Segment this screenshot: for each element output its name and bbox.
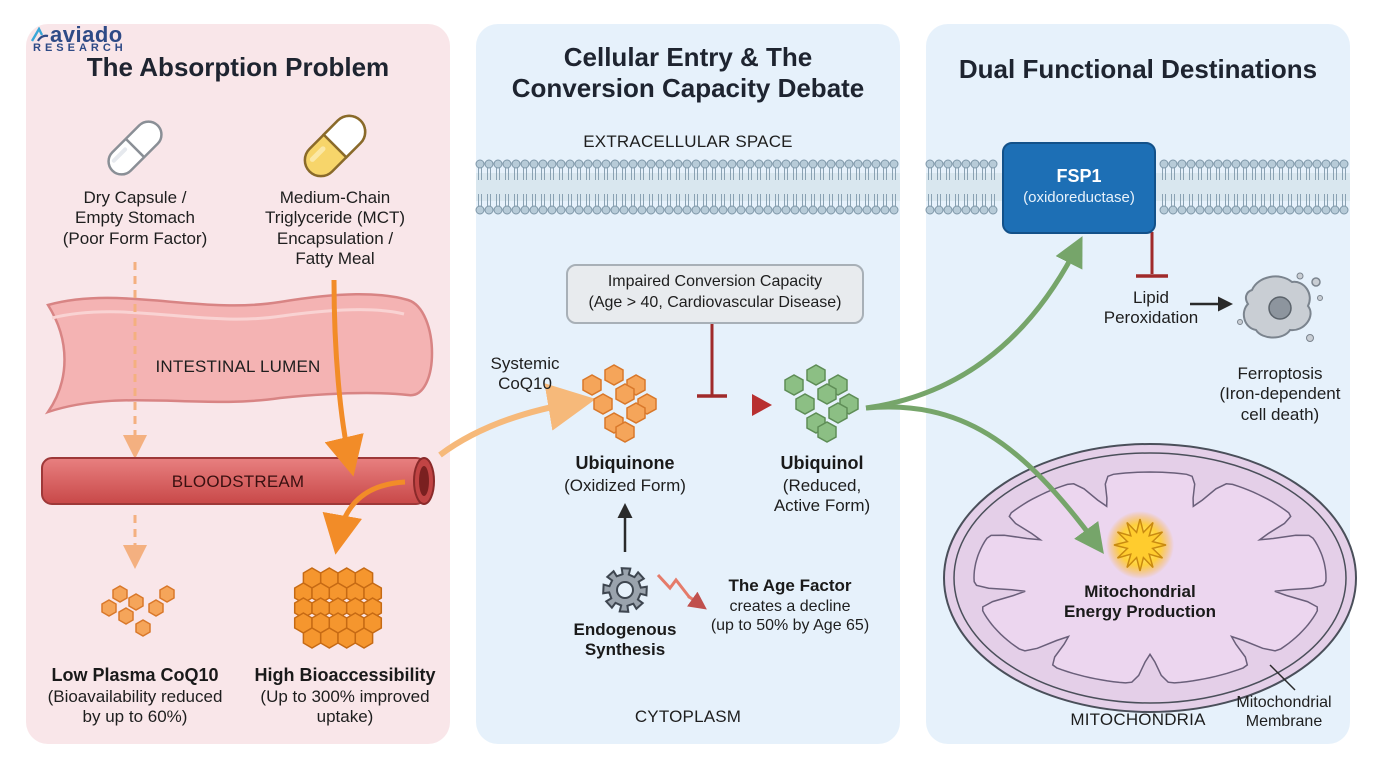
mitochondrion — [943, 443, 1357, 713]
to-fsp1-arrow — [865, 236, 1083, 411]
ubiquinol-desc: (Reduced,Active Form) — [773, 476, 871, 516]
logo-mark-icon — [30, 27, 49, 42]
fsp1-name: FSP1 — [1056, 166, 1102, 186]
ubiquinol-hexagons — [784, 364, 859, 443]
zigzag-decline-icon — [656, 573, 692, 599]
mitochondria-label: MITOCHONDRIA — [1070, 710, 1206, 729]
mct-absorption-arrow — [324, 279, 364, 477]
ubiquinone-desc: (Oxidized Form) — [564, 476, 686, 495]
absorption-title: The Absorption Problem — [86, 52, 390, 82]
uptake-arrow — [322, 479, 406, 555]
cell-membrane — [475, 159, 900, 215]
gear-icon — [602, 567, 648, 613]
capsule-white-icon — [107, 120, 163, 176]
starburst-icon — [1106, 511, 1174, 579]
to-mitochondria-arrow — [865, 404, 1104, 555]
logo-sub: RESEARCH — [33, 42, 127, 54]
membrane-pointer — [1269, 664, 1296, 691]
systemic-coq10-arrow — [438, 383, 596, 458]
intestinal-lumen-label: INTESTINAL LUMEN — [155, 357, 321, 376]
age-factor-desc: creates a decline(up to 50% by Age 65) — [710, 598, 870, 635]
dry-capsule-label: Dry Capsule /Empty Stomach(Poor Form Fac… — [62, 188, 208, 248]
ubiquinone-title: Ubiquinone — [575, 453, 675, 473]
intestinal-lumen — [44, 293, 434, 415]
dying-cell-icon — [1237, 272, 1323, 342]
hexagon-cluster-icon — [101, 585, 175, 637]
fsp1-box: FSP1 (oxidoreductase) — [1002, 142, 1156, 234]
conversion-arrow-head — [752, 394, 772, 416]
high-bio-title: High Bioaccessibility — [254, 665, 436, 685]
logo-name: aviado — [50, 22, 123, 47]
ubiquinol-title: Ubiquinol — [780, 453, 864, 473]
hexagon-large-cluster-icon — [293, 567, 383, 649]
destinations-title: Dual Functional Destinations — [958, 54, 1318, 84]
impaired-conversion-box: Impaired Conversion Capacity(Age > 40, C… — [566, 264, 864, 324]
fsp1-inhibition — [1136, 232, 1168, 278]
ubiquinone-hexagons — [582, 364, 657, 443]
fsp1-desc: (oxidoreductase) — [1023, 189, 1135, 206]
bloodstream-label: BLOODSTREAM — [171, 472, 305, 491]
age-factor-title: The Age Factor — [728, 576, 852, 595]
capsule-yellow-icon — [303, 114, 367, 178]
extracellular-label: EXTRACELLULAR SPACE — [583, 132, 793, 151]
cytoplasm-label: CYTOPLASM — [634, 707, 742, 726]
inhibition-marker — [697, 322, 727, 398]
low-plasma-title: Low Plasma CoQ10 — [51, 665, 219, 685]
